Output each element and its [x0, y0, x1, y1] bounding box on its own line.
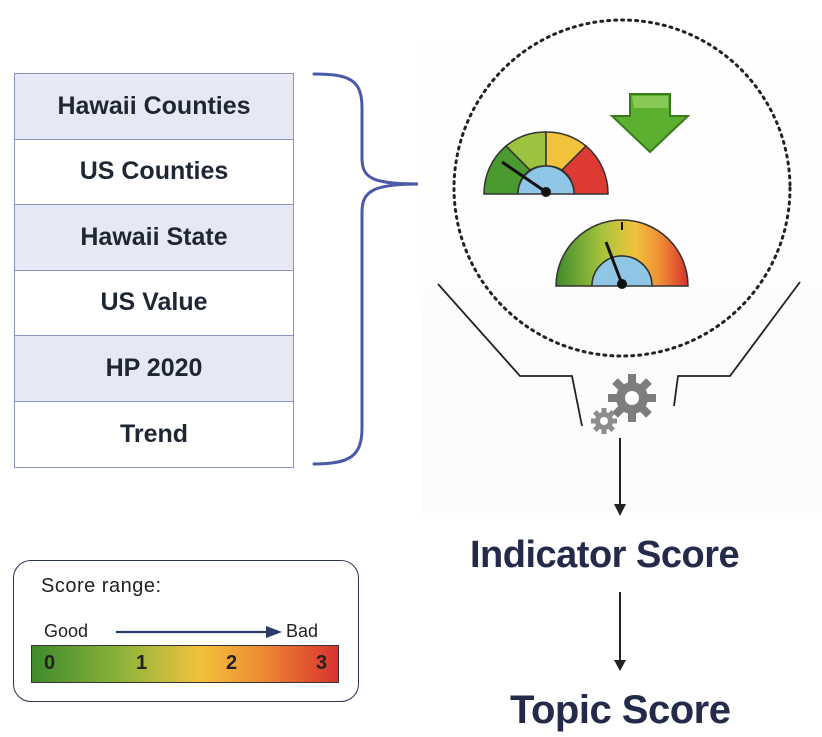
score-value: 0 — [44, 652, 56, 674]
gauge-icon — [555, 219, 689, 289]
topic-score-label: Topic Score — [510, 688, 731, 732]
dotted-circle — [452, 18, 792, 358]
gears-icon — [591, 374, 656, 434]
funnel-graphic — [437, 18, 801, 516]
source-label: Hawaii Counties — [57, 91, 251, 120]
gauge-icon — [483, 131, 609, 197]
score-gradient-bar: 0 1 2 3 — [31, 645, 339, 683]
brace-connector — [312, 72, 419, 466]
source-label: HP 2020 — [105, 353, 203, 382]
score-range-title: Score range: — [41, 575, 162, 597]
source-label: US Counties — [79, 157, 229, 186]
source-label: US Value — [100, 288, 208, 317]
flow-arrow — [614, 592, 626, 671]
source-row: Hawaii State — [15, 205, 293, 271]
score-range-legend: Score range: Good Bad 0 1 2 3 — [13, 560, 359, 702]
bad-label: Bad — [286, 621, 319, 641]
source-row: US Counties — [15, 140, 293, 205]
good-label: Good — [44, 621, 89, 641]
down-arrow-icon — [609, 93, 691, 154]
score-value: 1 — [136, 652, 148, 674]
good-to-bad-arrow — [116, 626, 282, 638]
score-value: 2 — [226, 652, 238, 674]
source-label: Hawaii State — [80, 222, 228, 251]
indicator-score-label: Indicator Score — [470, 534, 740, 576]
source-row: US Value — [15, 271, 293, 336]
source-row: Hawaii Counties — [15, 74, 293, 140]
source-row: HP 2020 — [15, 336, 293, 402]
score-value: 3 — [316, 652, 328, 674]
funnel-icon — [437, 283, 583, 427]
source-label: Trend — [119, 419, 189, 448]
source-list: Hawaii Counties US Counties Hawaii State… — [14, 73, 294, 468]
source-row: Trend — [15, 402, 293, 468]
